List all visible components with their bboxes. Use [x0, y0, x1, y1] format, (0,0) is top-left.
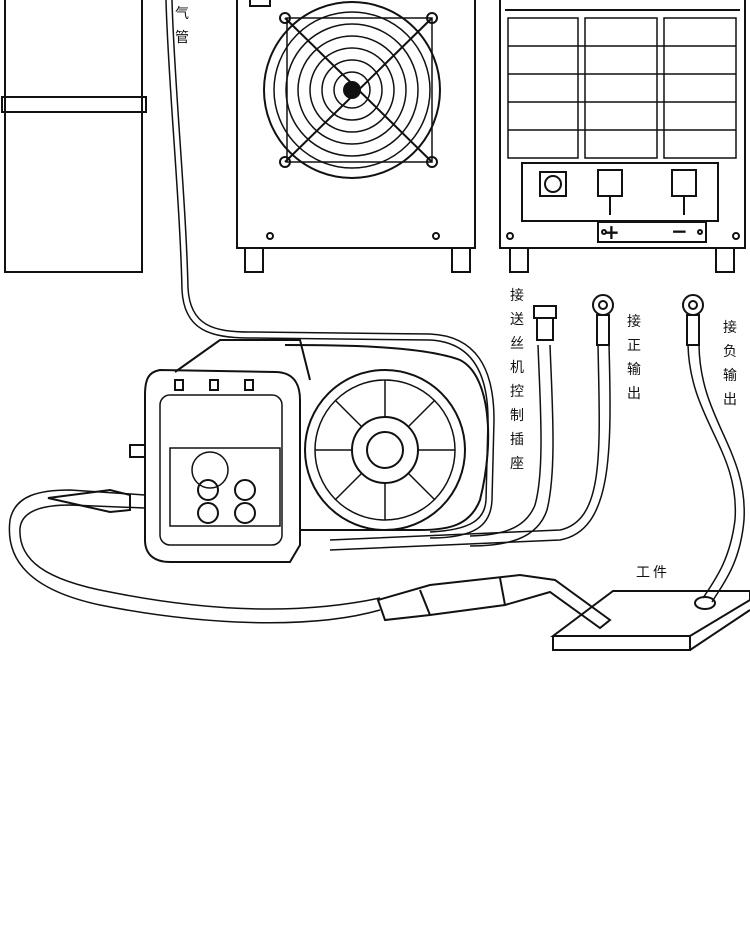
negative-output-label: 接负输出: [723, 320, 737, 408]
wire-feeder: [129, 339, 490, 563]
plus-terminal-symbol: +: [603, 220, 620, 244]
welder-rear-fan-panel: [236, 0, 476, 273]
gas-cylinder: [1, 0, 147, 273]
positive-cable: [329, 294, 614, 551]
welding-torch: [8, 488, 612, 630]
gas-hose-label: 气管: [175, 6, 189, 46]
welder-output-panel: [499, 0, 746, 273]
workpiece-label: 工件: [636, 565, 670, 581]
feeder-control-socket-label: 接送丝机控制插座: [510, 288, 524, 472]
minus-terminal-symbol: −: [671, 219, 688, 243]
gas-hose: [165, 0, 489, 533]
workpiece-plate: [550, 590, 750, 651]
negative-cable: [682, 294, 745, 610]
positive-output-label: 接正输出: [627, 314, 641, 402]
